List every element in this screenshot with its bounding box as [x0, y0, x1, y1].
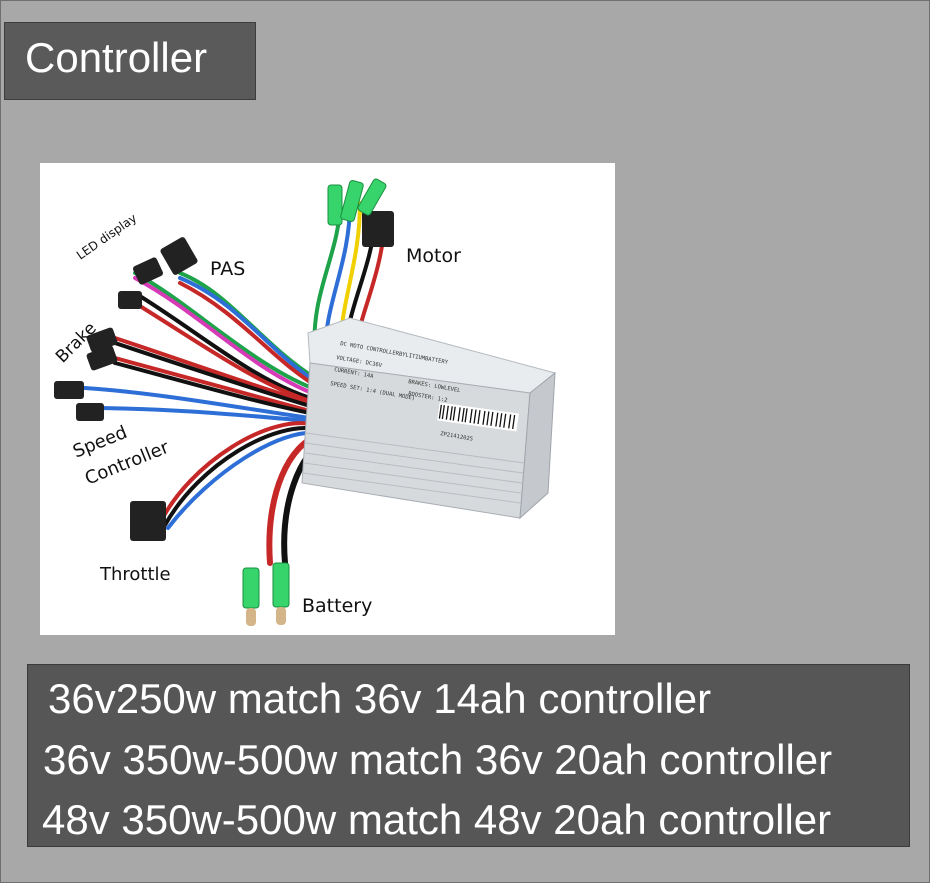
- spec-line-2: 36v 350w-500w match 36v 20ah controller: [43, 736, 833, 783]
- label-battery: Battery: [302, 595, 373, 617]
- spec-line-3: 48v 350w-500w match 48v 20ah controller: [42, 796, 832, 843]
- spec-line-1: 36v250w match 36v 14ah controller: [48, 675, 712, 722]
- box-serial: ZP21412025: [440, 431, 474, 443]
- label-throttle: Throttle: [100, 564, 171, 585]
- page-title: Controller: [4, 22, 256, 100]
- spec-panel: 36v250w match 36v 14ah controller 36v 35…: [27, 664, 910, 847]
- label-motor: Motor: [406, 245, 461, 267]
- label-pas: PAS: [210, 258, 246, 280]
- controller-photo: DC MOTO CONTROLLERBYLITIUMBATTERY VOLTAG…: [40, 163, 615, 635]
- controller-wiring-illustration: DC MOTO CONTROLLERBYLITIUMBATTERY VOLTAG…: [54, 178, 557, 626]
